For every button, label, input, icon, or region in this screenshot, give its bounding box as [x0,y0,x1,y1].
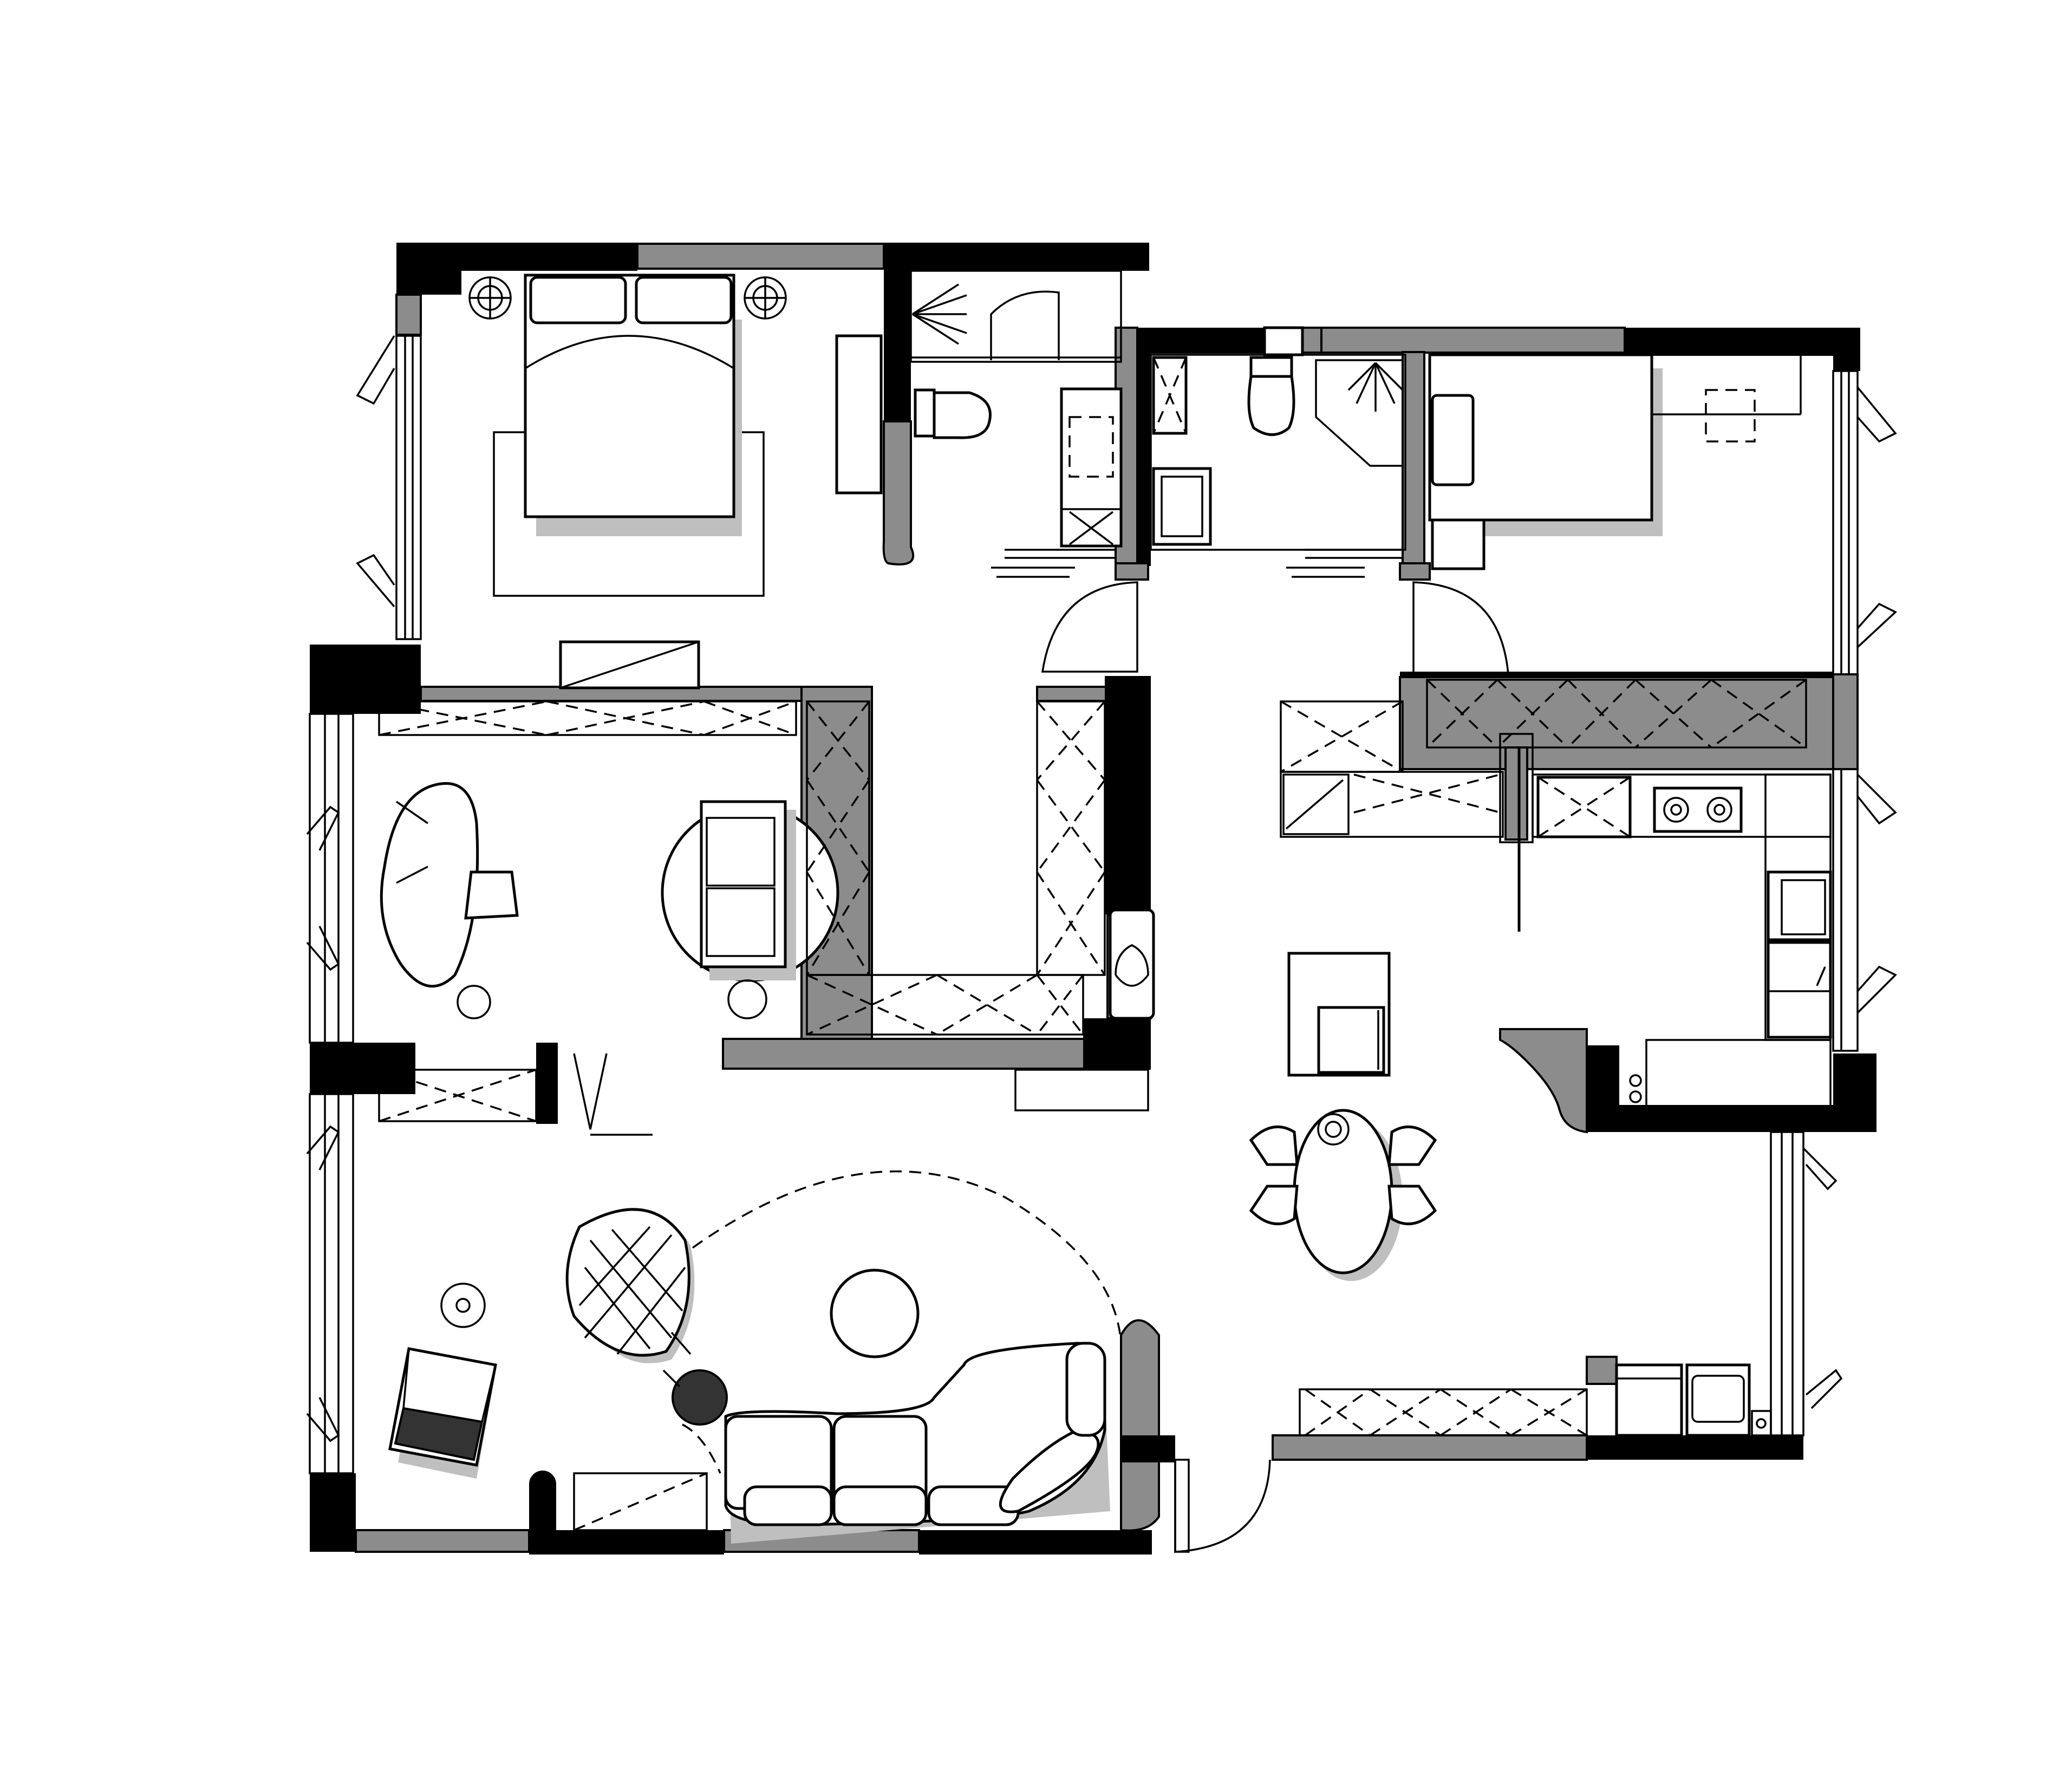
stool [457,985,491,1019]
study [306,700,1084,1036]
nightstand-lamp-left-icon [468,276,512,320]
corner-shower [1315,359,1404,467]
wardrobe [1426,679,1807,749]
oven [1767,870,1832,941]
toilet-icon [1247,356,1295,436]
side-table [440,1283,486,1328]
shoe-cabinet [1299,1388,1588,1436]
shoe-cabinet [1014,1069,1149,1111]
entrance-door-swing [1174,1459,1271,1553]
shower-head-icon [912,283,967,345]
master-bedroom [356,274,883,690]
dining-chair [1249,1185,1299,1226]
shower-head-icon [1347,362,1404,412]
basin-vanity [1152,467,1212,546]
dining-chair [1249,1125,1299,1166]
curved-rug [676,1170,1122,1344]
interior-partitions [420,243,1834,1532]
dining-chair [1387,1185,1437,1226]
vanity-sink [1060,387,1123,548]
side-table [727,979,767,1019]
tall-cabinet [1036,700,1106,976]
console-basin [1109,908,1155,1020]
armchair-woven-icon [565,1208,695,1363]
door-swing [1041,581,1138,673]
appliance-knobs-icon [1629,1074,1642,1103]
toilet-icon [914,388,992,439]
round-coffee-table [830,1269,920,1358]
kitchen [1280,700,1897,1109]
dining [1249,952,1437,1281]
second-bedroom [1412,353,1898,749]
burner-icon [1663,797,1732,823]
wall-shelf [378,700,797,736]
low-cabinet [573,1472,708,1531]
living-room [306,1043,1122,1544]
common-bathroom [1150,326,1406,578]
pillow-right [635,276,733,324]
desk-chair [464,870,519,920]
side-table [1705,389,1756,443]
dining-chair [1387,1125,1437,1166]
door-swing [1412,581,1509,675]
nightstand-lamp-right-icon [744,276,787,320]
washer [1615,1363,1683,1437]
oval-dining-table [1293,1109,1393,1274]
wall-desk [835,334,883,495]
counter [1280,771,1504,838]
kitchen-sink [1536,776,1632,838]
sliding-door-icon [573,1053,653,1136]
corridor [1014,581,1155,1111]
ensuite-bathroom [910,270,1123,578]
window-swing-icon [356,335,395,405]
entrance-door [1174,1459,1190,1553]
pillow-left [529,276,627,324]
organic-desk [380,782,479,988]
dishwasher [1767,941,1832,1039]
table-centerpiece-icon [1317,1113,1350,1146]
daybed-sofa [700,800,787,968]
cooktop [1653,786,1743,833]
pillow [1431,394,1475,486]
shower-door [990,290,1060,360]
pouf [672,1369,728,1426]
entrance-foyer [1174,1147,1843,1553]
